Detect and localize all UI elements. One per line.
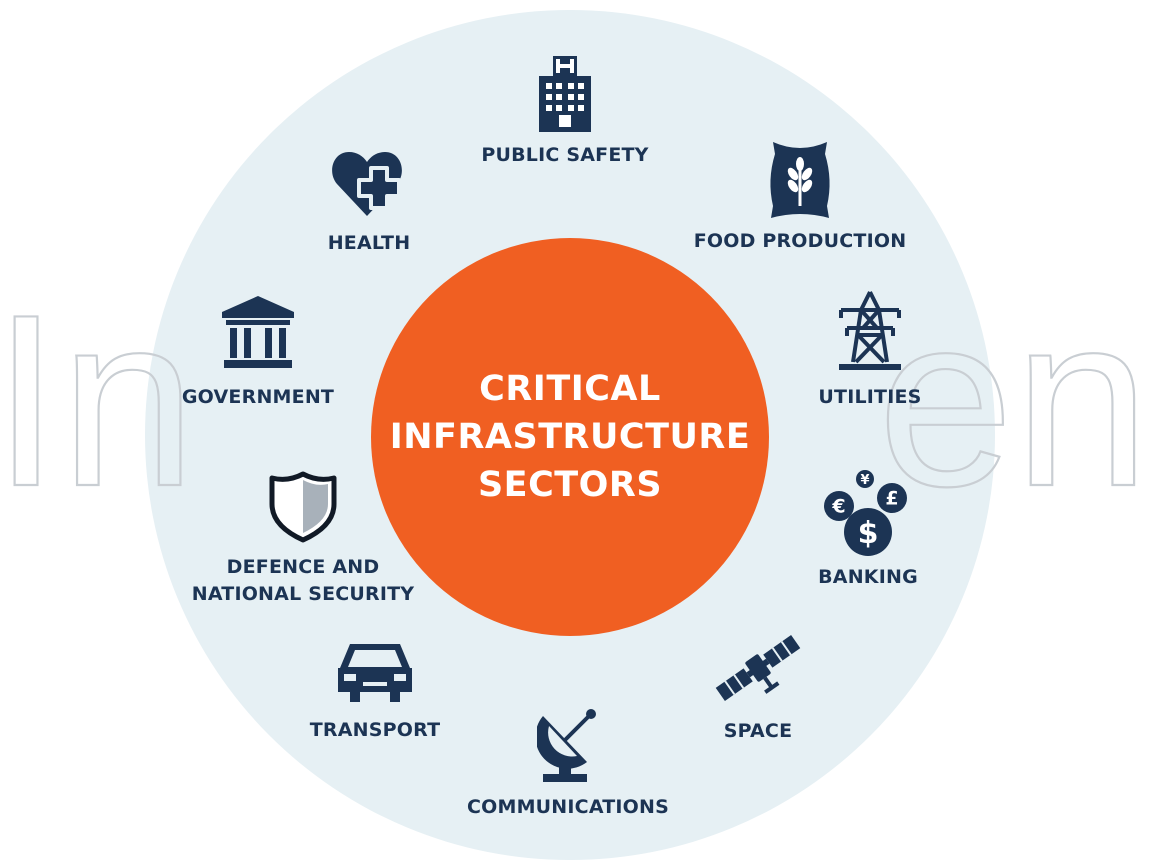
sector-label-line-2: NATIONAL SECURITY (191, 583, 415, 605)
svg-text:¥: ¥ (860, 473, 869, 488)
sector-label: BANKING (818, 566, 918, 588)
sector-space: SPACE (698, 624, 818, 745)
power-pylon-icon (839, 291, 901, 370)
hub-circle: CRITICAL INFRASTRUCTURE SECTORS (371, 238, 769, 636)
sector-government: GOVERNMENT (166, 294, 350, 411)
sector-label: COMMUNICATIONS (466, 796, 670, 818)
sector-label: UTILITIES (818, 386, 922, 408)
sector-label: FOOD PRODUCTION (693, 230, 907, 252)
sector-health: HEALTH (310, 146, 428, 257)
hub-title-line-2: INFRASTRUCTURE (389, 417, 751, 457)
svg-text:£: £ (885, 488, 898, 510)
sector-label: TRANSPORT (309, 719, 441, 741)
svg-text:$: $ (858, 516, 879, 551)
sector-label: HEALTH (327, 232, 411, 254)
satellite-dish-icon (537, 709, 596, 782)
currency-coins-icon: ¥ € £ $ (824, 470, 907, 556)
svg-text:€: € (831, 496, 845, 518)
hospital-building-icon (539, 56, 591, 132)
sector-defence: DEFENCE AND NATIONAL SECURITY (180, 470, 426, 608)
sector-transport: TRANSPORT (293, 640, 457, 744)
hub-title-line-3: SECTORS (477, 465, 663, 505)
sector-label: GOVERNMENT (181, 386, 335, 408)
car-icon (338, 644, 412, 702)
hub-title-line-1: CRITICAL (479, 369, 661, 409)
sector-label: SPACE (723, 720, 793, 742)
government-building-icon (222, 296, 294, 368)
sector-utilities: UTILITIES (800, 290, 940, 411)
sector-public-safety: PUBLIC SAFETY (465, 56, 665, 169)
grain-sack-icon (770, 142, 830, 218)
shield-icon (269, 471, 337, 543)
sector-communications: COMMUNICATIONS (450, 704, 686, 821)
heart-plus-icon (332, 152, 402, 216)
satellite-icon (715, 635, 801, 701)
sector-food-production: FOOD PRODUCTION (680, 140, 920, 255)
sector-banking: ¥ € £ $ BANKING (798, 470, 938, 591)
sector-label: PUBLIC SAFETY (481, 144, 649, 166)
sector-label-line-1: DEFENCE AND (226, 556, 380, 578)
